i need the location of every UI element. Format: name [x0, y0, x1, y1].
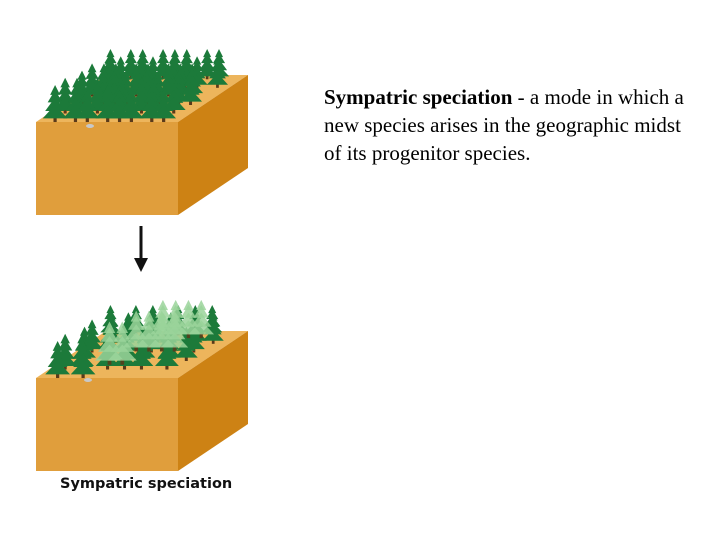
- top-block-side-face: [178, 75, 248, 215]
- definition-text: Sympatric speciation - a mode in which a…: [324, 83, 684, 167]
- bottom-block-front-face: [36, 378, 178, 471]
- bottom-block-side-face: [178, 331, 248, 471]
- definition-term: Sympatric speciation: [324, 85, 513, 109]
- rock: [86, 124, 94, 128]
- top-block-front-face: [36, 122, 178, 215]
- bottom-forest-block: [36, 299, 248, 471]
- speciation-diagram: [36, 49, 248, 471]
- definition-body: - a mode in which a new species arises i…: [324, 85, 684, 165]
- arrow-down-icon: [134, 226, 148, 272]
- rock: [84, 378, 92, 382]
- figure-caption: Sympatric speciation: [60, 476, 233, 492]
- top-forest-block: [36, 49, 248, 215]
